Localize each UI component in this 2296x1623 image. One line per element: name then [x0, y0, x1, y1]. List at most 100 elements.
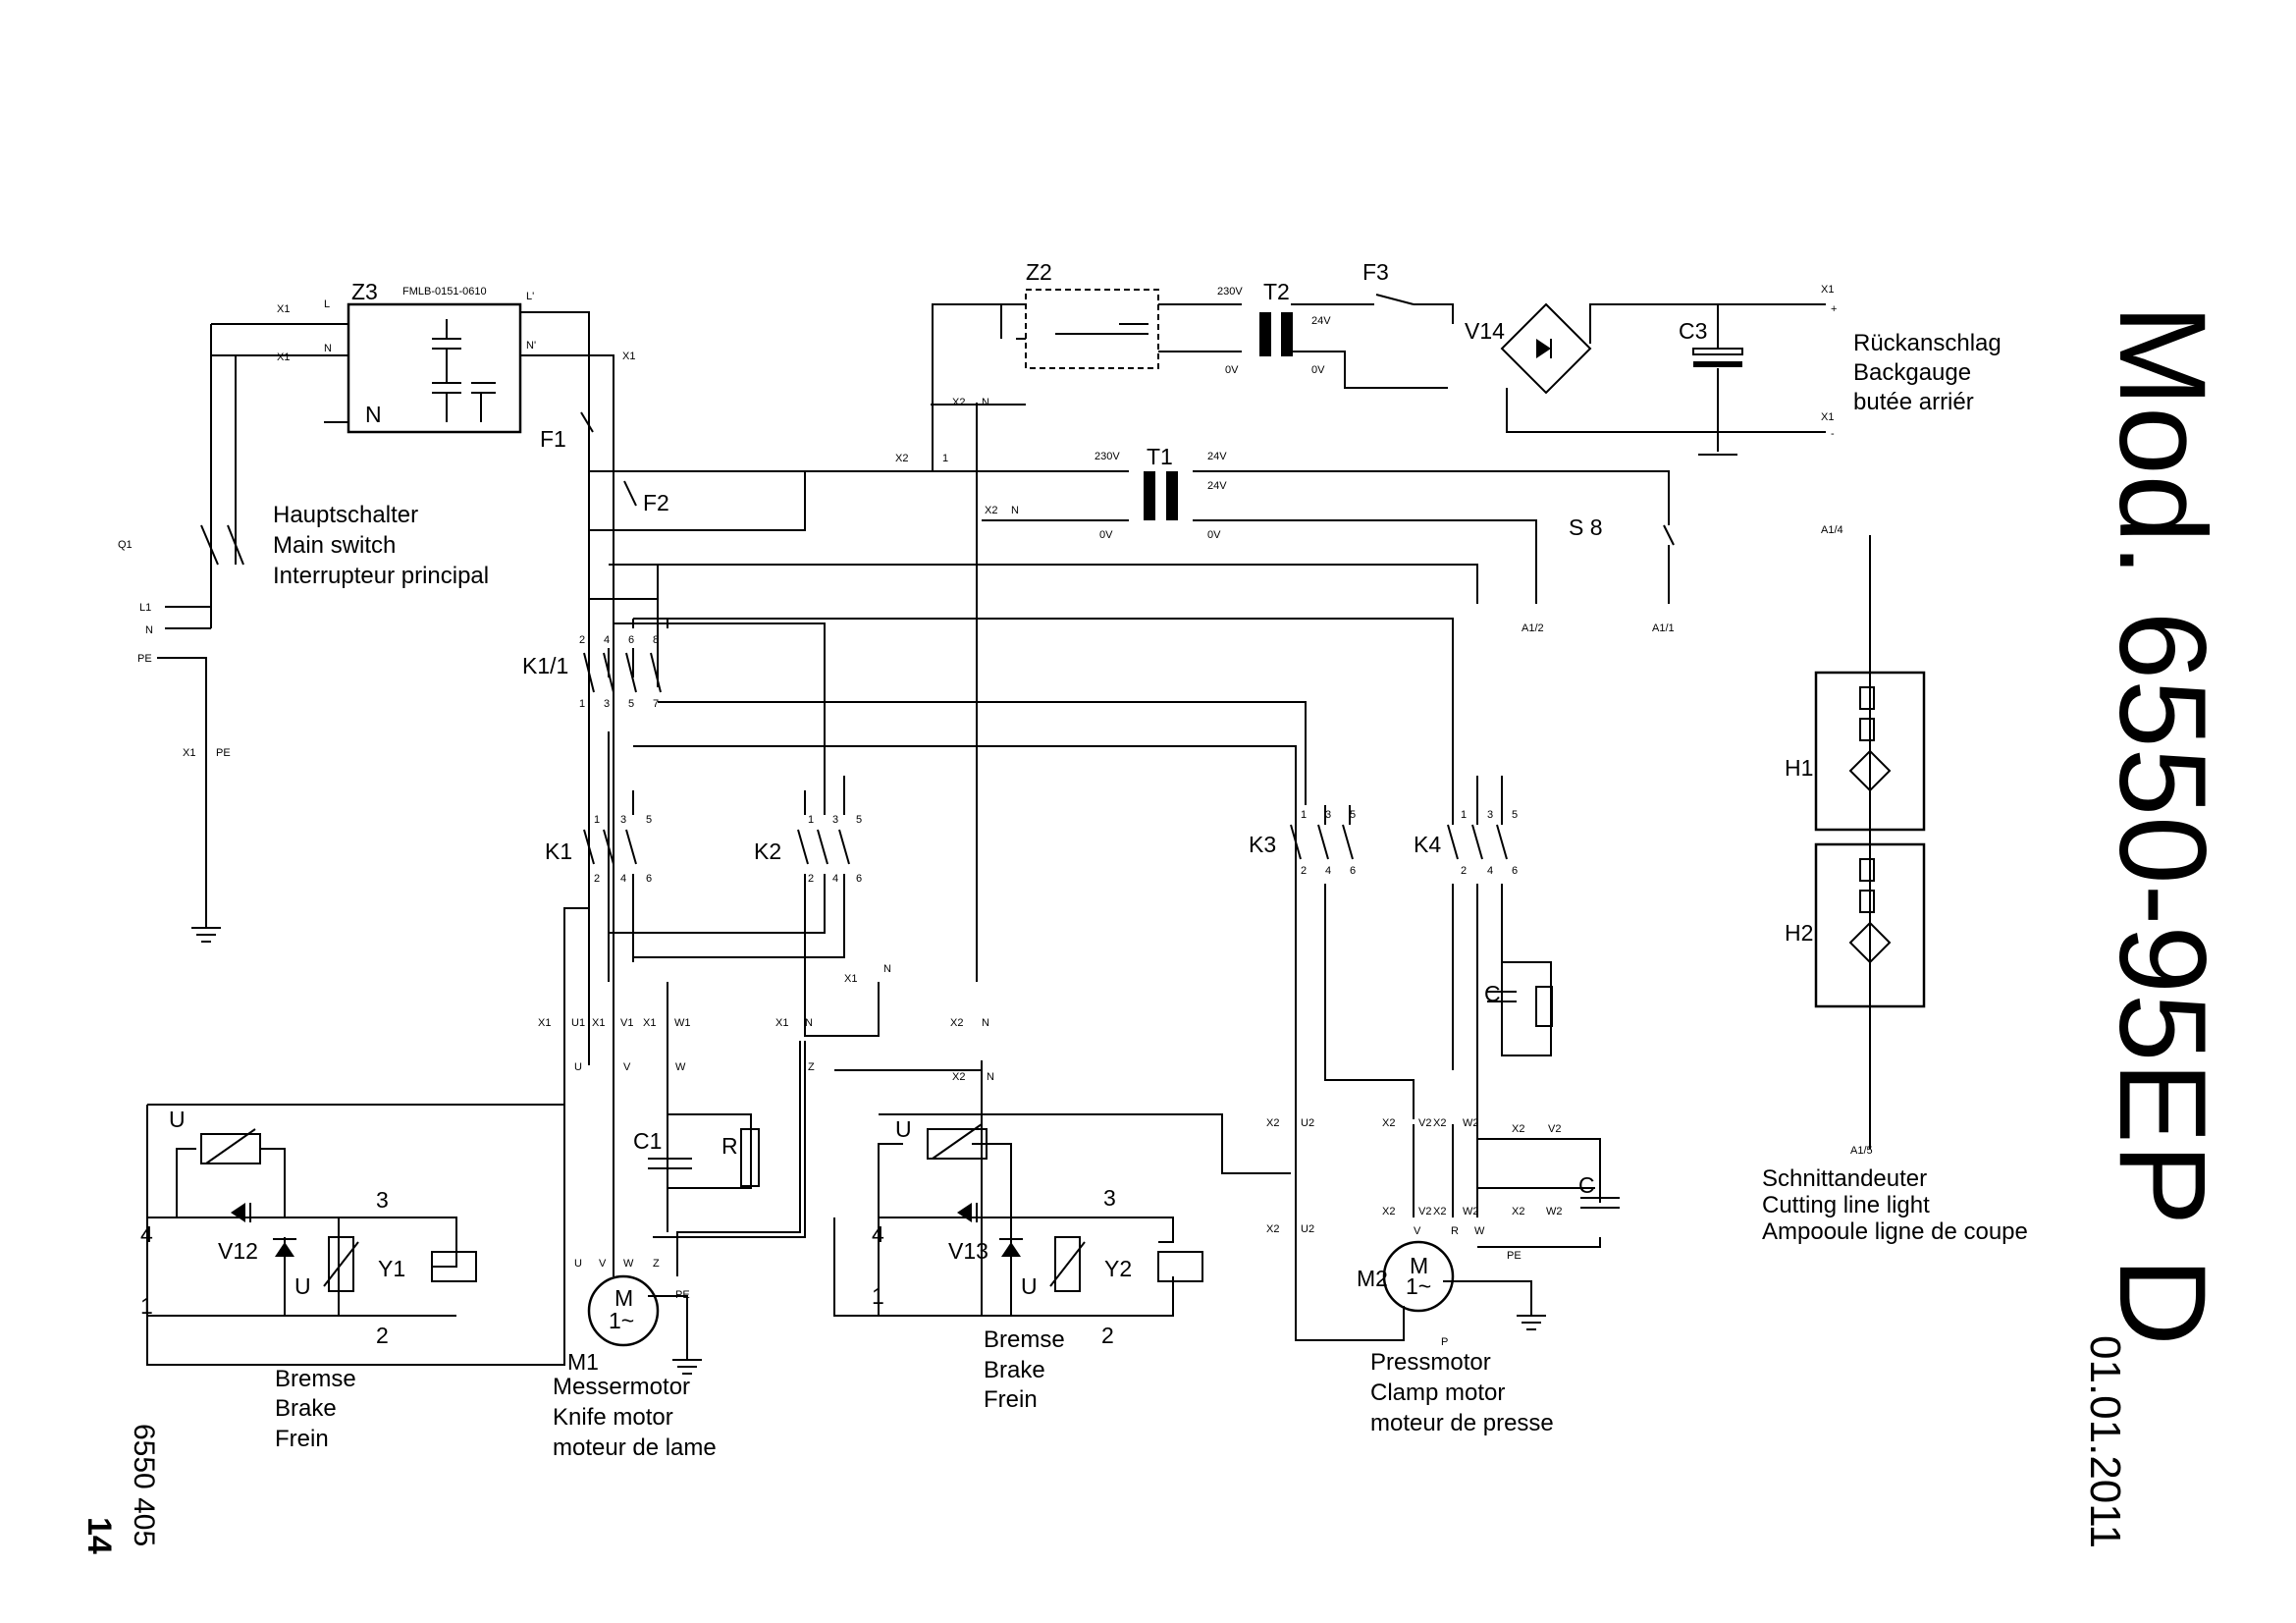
label-m1-m: M: [614, 1285, 633, 1311]
label-k4-4-out: 4: [1487, 865, 1493, 877]
brake-2-circuit: [927, 1123, 1203, 1292]
label-brake2-3: 3: [1103, 1185, 1116, 1211]
label-x2-u2-a: X2: [1266, 1117, 1279, 1129]
title-block: Mod. 6550-95EP D 01.01.2011 6550 405 14: [80, 304, 2230, 1554]
label-brake2-4: 4: [872, 1221, 884, 1247]
label-k1-4-out: 4: [620, 873, 626, 885]
label-k4-2-out: 2: [1461, 865, 1467, 877]
label-t2: T2: [1263, 279, 1290, 304]
label-pe-mains: PE: [137, 653, 152, 665]
label-w-m1: W: [675, 1061, 686, 1073]
cutting-line-lamps: [1814, 671, 1926, 1008]
label-p-m2: P: [1441, 1336, 1448, 1348]
label-x2-n-brake2: X2: [952, 1071, 965, 1083]
label-k3-3-in: 3: [1325, 809, 1331, 821]
label-u-brake2-top: U: [895, 1116, 912, 1142]
caption-brake1-fr: Frein: [275, 1426, 329, 1452]
label-x1-w1: X1: [643, 1017, 656, 1029]
contactor-switches: [200, 294, 1675, 865]
label-k4-5-in: 5: [1512, 809, 1518, 821]
caption-clamp-motor-en: Clamp motor: [1370, 1380, 1505, 1406]
label-t1-24b: 24V: [1207, 480, 1227, 492]
label-m1-phase: 1~: [609, 1308, 634, 1333]
label-f2: F2: [643, 490, 669, 515]
label-x1-n-m1: X1: [775, 1017, 788, 1029]
label-n-m1: N: [805, 1017, 813, 1029]
label-brake1-2: 2: [376, 1323, 389, 1348]
label-l: L: [324, 298, 330, 310]
caption-cutting-light-fr: Ampooule ligne de coupe: [1762, 1218, 2028, 1245]
component-labels: Z3 FMLB-0151-0610 Z2 T2 T1 F1 F2 F3 V14 …: [140, 259, 1813, 1375]
passive-components: [648, 986, 1620, 1209]
label-u2-b: U2: [1301, 1223, 1314, 1235]
label-k4-1-in: 1: [1461, 809, 1467, 821]
label-x2-v2: X2: [1382, 1117, 1395, 1129]
label-v2-m2: V2: [1418, 1206, 1431, 1217]
label-x2-w2: X2: [1433, 1117, 1446, 1129]
label-k3-4-out: 4: [1325, 865, 1331, 877]
label-m2-m: M: [1410, 1253, 1428, 1278]
label-m2: M2: [1357, 1266, 1388, 1291]
label-q1: Q1: [118, 539, 133, 551]
label-brake1-1: 1: [140, 1293, 153, 1319]
label-w1: W1: [674, 1017, 691, 1029]
label-brake1-4: 4: [140, 1221, 153, 1247]
label-a1-2: A1/2: [1522, 622, 1544, 634]
label-u-m1-bottom: U: [574, 1258, 582, 1270]
terminal-labels: Q1 L1 N PE X1 L X1 N L' N' X1 X1 PE X2 1…: [118, 284, 1873, 1348]
label-k3-2-out: 2: [1301, 865, 1307, 877]
label-h2: H2: [1785, 920, 1813, 946]
label-x2-u2-b: X2: [1266, 1223, 1279, 1235]
filter-z2: [1000, 289, 1159, 369]
label-w2: W2: [1463, 1117, 1479, 1129]
label-x1-n-k2: X1: [844, 973, 857, 985]
label-xn: N: [982, 397, 989, 408]
label-k3: K3: [1249, 832, 1276, 857]
page-number: 14: [80, 1517, 118, 1554]
caption-backgauge-de: Rückanschlag: [1853, 330, 2002, 356]
label-x1-l: X1: [277, 303, 290, 315]
label-k4-6-out: 6: [1512, 865, 1518, 877]
label-n-mains: N: [145, 624, 153, 636]
label-t2-0v-out: 0V: [1311, 364, 1325, 376]
label-u1: U1: [571, 1017, 585, 1029]
drawing-number: 6550 405: [128, 1424, 160, 1546]
label-u-brake1-top: U: [169, 1107, 186, 1132]
transformer-t2: [1259, 312, 1293, 356]
label-v-m1: V: [623, 1061, 631, 1073]
label-x2-n-m1: X2: [950, 1017, 963, 1029]
label-x1-u1: X1: [538, 1017, 551, 1029]
caption-clamp-motor-fr: moteur de presse: [1370, 1410, 1554, 1436]
label-k11-7: 7: [653, 698, 659, 710]
label-x2-w2-cap: X2: [1512, 1206, 1524, 1217]
label-t1-230: 230V: [1095, 451, 1120, 462]
label-k2-5-in: 5: [856, 814, 862, 826]
label-z-m1: Z: [808, 1061, 815, 1073]
label-y2: Y2: [1104, 1256, 1132, 1281]
label-t1-0v: 0V: [1099, 529, 1113, 541]
brake-1-circuit: [200, 1128, 477, 1292]
label-w-m2: W: [1474, 1225, 1485, 1237]
label-k2-4-out: 4: [832, 873, 838, 885]
label-x2-v2-m2: X2: [1382, 1206, 1395, 1217]
label-x1-minus: X1: [1821, 411, 1834, 423]
label-x1-bus: X1: [622, 351, 635, 362]
label-pe-m2: PE: [1507, 1250, 1522, 1262]
label-w2-m2: W2: [1463, 1206, 1479, 1217]
label-k11-1: 1: [579, 698, 585, 710]
label-x2-1: X2: [895, 453, 908, 464]
label-n-brake2: N: [987, 1071, 994, 1083]
label-x2-n-2: X2: [985, 505, 997, 516]
label-n-x2-m1: N: [982, 1017, 989, 1029]
label-c1: C1: [633, 1128, 662, 1154]
model-title: Mod. 6550-95EP D: [2094, 304, 2230, 1346]
label-v13: V13: [948, 1238, 988, 1264]
bridge-rectifier-v14: [1500, 302, 1592, 395]
label-u-m1: U: [574, 1061, 582, 1073]
label-k1-5-in: 5: [646, 814, 652, 826]
label-u2-a: U2: [1301, 1117, 1314, 1129]
label-z3-n: N: [365, 402, 382, 427]
label-xn-2: N: [1011, 505, 1019, 516]
filter-z3: [324, 302, 530, 434]
label-r-m2: R: [1451, 1225, 1459, 1237]
